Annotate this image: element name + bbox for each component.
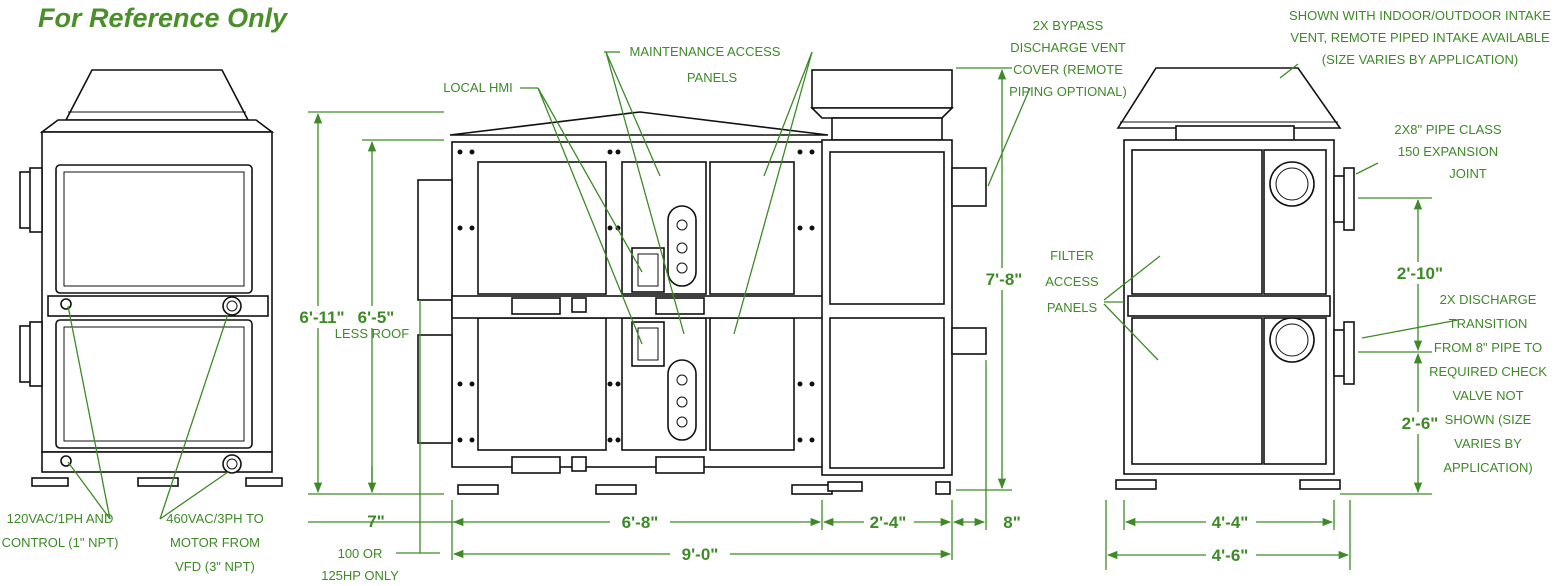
callout-texts: LOCAL HMI MAINTENANCE ACCESS PANELS 2X B… bbox=[2, 8, 1552, 583]
callout-filter-3: PANELS bbox=[1047, 300, 1098, 315]
callout-bypass-3: COVER (REMOTE bbox=[1013, 62, 1123, 77]
callout-control-1: 120VAC/1PH AND bbox=[7, 511, 114, 526]
callout-hp-1: 100 OR bbox=[338, 546, 383, 561]
callout-bypass-1: 2X BYPASS bbox=[1033, 18, 1104, 33]
callout-discharge-3: FROM 8" PIPE TO bbox=[1434, 340, 1542, 355]
callout-intake-2: VENT, REMOTE PIPED INTAKE AVAILABLE bbox=[1290, 30, 1550, 45]
callout-discharge-2: TRANSITION bbox=[1449, 316, 1528, 331]
dim-base: 7" bbox=[367, 512, 385, 531]
dim-vent-depth: 8" bbox=[1003, 513, 1021, 532]
dim-filter-width: 2'-4" bbox=[870, 513, 907, 532]
callout-maintenance-1: MAINTENANCE ACCESS bbox=[630, 44, 781, 59]
dim-total-width: 9'-0" bbox=[682, 545, 719, 564]
callout-discharge-4: REQUIRED CHECK bbox=[1429, 364, 1547, 379]
dim-filter-height: 7'-8" bbox=[986, 270, 1023, 289]
front-view bbox=[417, 69, 987, 495]
dim-height-less-roof: 6'-5" bbox=[358, 308, 395, 327]
dim-lower-outlet: 2'-6" bbox=[1402, 414, 1439, 433]
callout-motor-2: MOTOR FROM bbox=[170, 535, 260, 550]
callout-hp-2: 125HP ONLY bbox=[321, 568, 399, 583]
callout-discharge-8: APPLICATION) bbox=[1443, 460, 1532, 475]
callout-less-roof: LESS ROOF bbox=[335, 326, 409, 341]
callout-control-2: CONTROL (1" NPT) bbox=[2, 535, 119, 550]
dim-overall-height: 6'-11" bbox=[299, 308, 344, 327]
dim-side-inner: 4'-4" bbox=[1212, 513, 1249, 532]
leader-lines bbox=[67, 51, 1459, 520]
callout-discharge-6: SHOWN (SIZE bbox=[1445, 412, 1532, 427]
callout-filter-1: FILTER bbox=[1050, 248, 1094, 263]
callout-expansion-1: 2X8" PIPE CLASS bbox=[1394, 122, 1502, 137]
callout-maintenance-2: PANELS bbox=[687, 70, 738, 85]
callout-intake-1: SHOWN WITH INDOOR/OUTDOOR INTAKE bbox=[1289, 8, 1551, 23]
callout-local-hmi: LOCAL HMI bbox=[443, 80, 513, 95]
callout-expansion-2: 150 EXPANSION bbox=[1398, 144, 1498, 159]
callout-intake-3: (SIZE VARIES BY APPLICATION) bbox=[1322, 52, 1519, 67]
right-end-view bbox=[1115, 67, 1355, 490]
callout-motor-1: 460VAC/3PH TO bbox=[166, 511, 264, 526]
callout-bypass-4: PIPING OPTIONAL) bbox=[1009, 84, 1127, 99]
dim-main-width: 6'-8" bbox=[622, 513, 659, 532]
dim-upper-outlet: 2'-10" bbox=[1397, 264, 1443, 283]
reference-note: For Reference Only bbox=[38, 3, 288, 33]
callout-discharge-7: VARIES BY bbox=[1454, 436, 1522, 451]
callout-discharge-5: VALVE NOT bbox=[1452, 388, 1523, 403]
callout-expansion-3: JOINT bbox=[1449, 166, 1487, 181]
callout-filter-2: ACCESS bbox=[1045, 274, 1099, 289]
callout-motor-3: VFD (3" NPT) bbox=[175, 559, 255, 574]
dimension-texts: 6'-11" 6'-5" 7" 6'-8" 9'-0" 2'-4" 8" 7'-… bbox=[298, 262, 1444, 565]
dim-side-outer: 4'-6" bbox=[1212, 546, 1249, 565]
callout-bypass-2: DISCHARGE VENT bbox=[1010, 40, 1126, 55]
left-end-view bbox=[19, 69, 283, 487]
callout-discharge-1: 2X DISCHARGE bbox=[1440, 292, 1537, 307]
